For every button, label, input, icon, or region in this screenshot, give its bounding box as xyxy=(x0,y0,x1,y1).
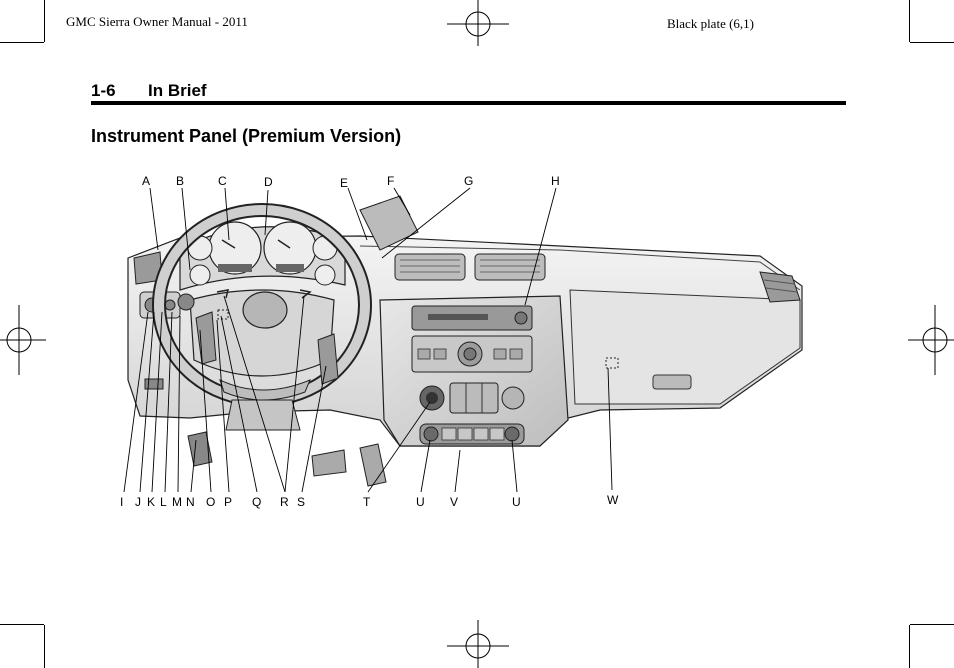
callout-v: V xyxy=(450,495,458,509)
callout-j: J xyxy=(135,495,141,509)
callout-h: H xyxy=(551,174,560,188)
registration-mark-left xyxy=(0,305,46,375)
registration-mark-right xyxy=(908,305,954,375)
callout-n: N xyxy=(186,495,195,509)
callout-r: R xyxy=(280,495,289,509)
callout-t: T xyxy=(363,495,371,509)
callout-f: F xyxy=(387,174,394,188)
callout-g: G xyxy=(464,174,473,188)
section-heading: 1-6 In Brief xyxy=(91,81,207,101)
callouts-top: A B C D E F G H xyxy=(142,174,560,190)
callout-p: P xyxy=(224,495,232,509)
running-header-title: GMC Sierra Owner Manual - 2011 xyxy=(66,14,248,29)
callout-l: L xyxy=(160,495,167,509)
callout-i: I xyxy=(120,495,123,509)
callout-s: S xyxy=(297,495,305,509)
registration-mark-top xyxy=(447,0,509,46)
callout-o: O xyxy=(206,495,215,509)
callout-a: A xyxy=(142,174,150,188)
callout-u-right: U xyxy=(512,495,521,509)
instrument-panel-illustration: A B C D E F G H I J K L M N O P Q R S T … xyxy=(120,174,803,509)
callouts-bottom: I J K L M N O P Q R S T U V U W xyxy=(120,493,619,509)
page-title: Instrument Panel (Premium Version) xyxy=(91,126,402,146)
callout-k: K xyxy=(147,495,155,509)
section-rule xyxy=(91,101,846,105)
callout-u-left: U xyxy=(416,495,425,509)
callout-b: B xyxy=(176,174,184,188)
callout-d: D xyxy=(264,175,273,189)
callout-m: M xyxy=(172,495,182,509)
section-name: In Brief xyxy=(148,81,207,100)
callout-w: W xyxy=(607,493,619,507)
plate-label: Black plate (6,1) xyxy=(667,16,754,31)
callout-c: C xyxy=(218,174,227,188)
registration-mark-bottom xyxy=(447,620,509,668)
section-number: 1-6 xyxy=(91,81,116,100)
callout-e: E xyxy=(340,176,348,190)
callout-q: Q xyxy=(252,495,261,509)
